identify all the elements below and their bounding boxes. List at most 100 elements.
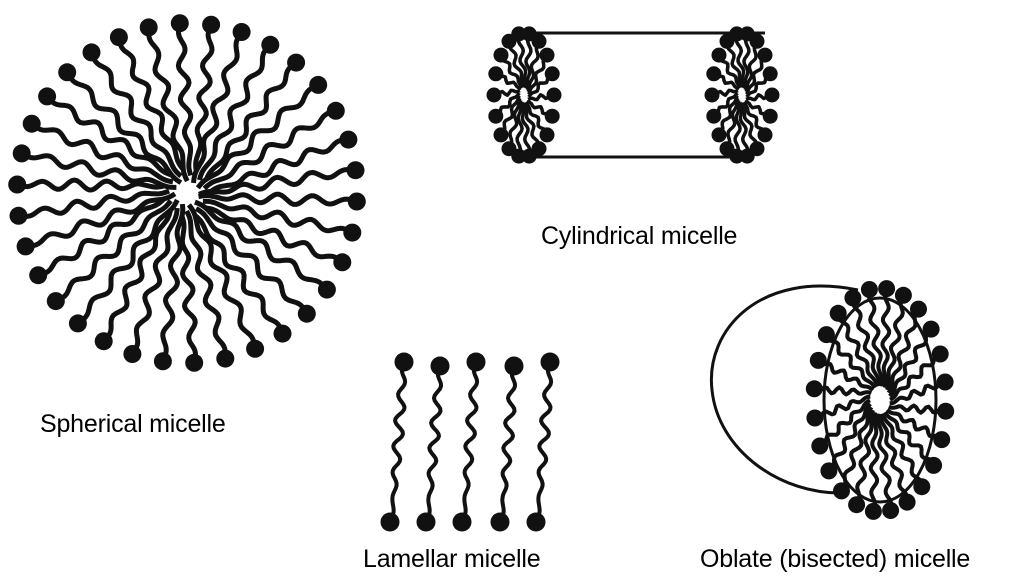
molecule-head: [431, 357, 450, 376]
molecule-head: [933, 431, 950, 448]
molecule-head: [8, 176, 26, 194]
molecule-tail: [502, 366, 515, 518]
molecule-head: [540, 127, 555, 142]
molecule-head: [491, 513, 510, 532]
molecule-head: [532, 34, 547, 49]
molecule-head: [327, 102, 345, 120]
molecule-head: [154, 352, 172, 370]
molecule-head: [712, 48, 727, 63]
molecule-head: [494, 48, 509, 63]
molecule-head: [395, 353, 414, 372]
molecule-head: [923, 321, 940, 338]
molecule-head: [185, 354, 203, 372]
molecule-head: [505, 357, 524, 376]
molecule-head: [763, 66, 778, 81]
molecule-head: [765, 88, 780, 103]
molecule-head: [806, 380, 823, 397]
cylindrical-micelle-label: Cylindrical micelle: [541, 222, 737, 251]
molecule-head: [123, 345, 141, 363]
molecule-head: [417, 513, 436, 532]
molecule-head: [487, 88, 502, 103]
molecule-head: [83, 43, 101, 61]
molecule-head: [865, 503, 882, 520]
molecule-head: [381, 513, 400, 532]
molecule-head: [763, 109, 778, 124]
molecule-head: [17, 237, 35, 255]
molecule-head: [545, 109, 560, 124]
molecule-head: [347, 161, 365, 179]
molecule-head: [246, 340, 264, 358]
molecule-head: [932, 346, 949, 363]
molecule-head: [861, 281, 878, 298]
molecule-head: [712, 127, 727, 142]
molecule-head: [274, 325, 292, 343]
molecule-head: [467, 353, 486, 372]
molecule-tail: [199, 194, 357, 204]
molecule-head: [339, 131, 357, 149]
molecule-head: [23, 115, 41, 133]
molecule-head: [47, 292, 65, 310]
oblate-micelle: [711, 280, 954, 520]
molecule-head: [540, 48, 555, 63]
molecule-head: [706, 66, 721, 81]
molecule-head: [488, 109, 503, 124]
molecule-head: [10, 207, 28, 225]
molecule-head: [140, 18, 158, 36]
molecule-head: [541, 353, 560, 372]
lamellar-micelle-label: Lamellar micelle: [363, 545, 540, 574]
molecule-head: [318, 281, 336, 299]
molecule-head: [298, 305, 316, 323]
molecule-head: [882, 502, 899, 519]
molecule-head: [488, 66, 503, 81]
molecule-tail: [392, 362, 405, 518]
molecule-head: [818, 326, 835, 343]
molecule-head: [750, 34, 765, 49]
lamellar-micelle: [381, 353, 560, 532]
molecule-head: [502, 141, 517, 156]
molecule-head: [758, 127, 773, 142]
molecule-tail: [428, 366, 441, 518]
molecule-head: [705, 88, 720, 103]
molecule-head: [287, 54, 305, 72]
molecule-head: [758, 48, 773, 63]
molecule-head: [937, 374, 954, 391]
molecule-head: [348, 193, 366, 211]
spherical-micelle-label: Spherical micelle: [40, 410, 226, 439]
molecule-tail: [199, 170, 356, 195]
molecule-tail: [464, 362, 477, 518]
molecule-head: [29, 266, 47, 284]
molecule-head: [810, 352, 827, 369]
molecule-head: [13, 144, 31, 162]
molecule-head: [706, 109, 721, 124]
molecule-head: [38, 87, 56, 105]
molecule-head: [545, 66, 560, 81]
molecule-head: [58, 63, 76, 81]
molecule-head: [925, 457, 942, 474]
molecule-head: [811, 438, 828, 455]
molecule-head: [494, 127, 509, 142]
molecule-head: [171, 14, 189, 32]
molecule-head: [309, 76, 327, 94]
molecule-head: [720, 141, 735, 156]
molecule-head: [233, 23, 251, 41]
molecule-head: [343, 224, 361, 242]
molecule-head: [202, 16, 220, 34]
molecule-head: [895, 287, 912, 304]
molecule-head: [216, 350, 234, 368]
oblate-rim: [824, 298, 936, 502]
molecule-head: [848, 496, 865, 513]
molecule-head: [110, 28, 128, 46]
molecule-head: [333, 253, 351, 271]
cylindrical-micelle: [487, 26, 780, 163]
molecule-head: [261, 36, 279, 54]
molecule-head: [820, 462, 837, 479]
spherical-micelle: [8, 14, 366, 372]
molecule-head: [69, 314, 87, 332]
molecule-head: [527, 513, 546, 532]
molecule-head: [547, 88, 562, 103]
molecule-head: [878, 280, 895, 297]
molecule-head: [453, 513, 472, 532]
molecule-head: [806, 410, 823, 427]
oblate-micelle-label: Oblate (bisected) micelle: [700, 545, 970, 574]
